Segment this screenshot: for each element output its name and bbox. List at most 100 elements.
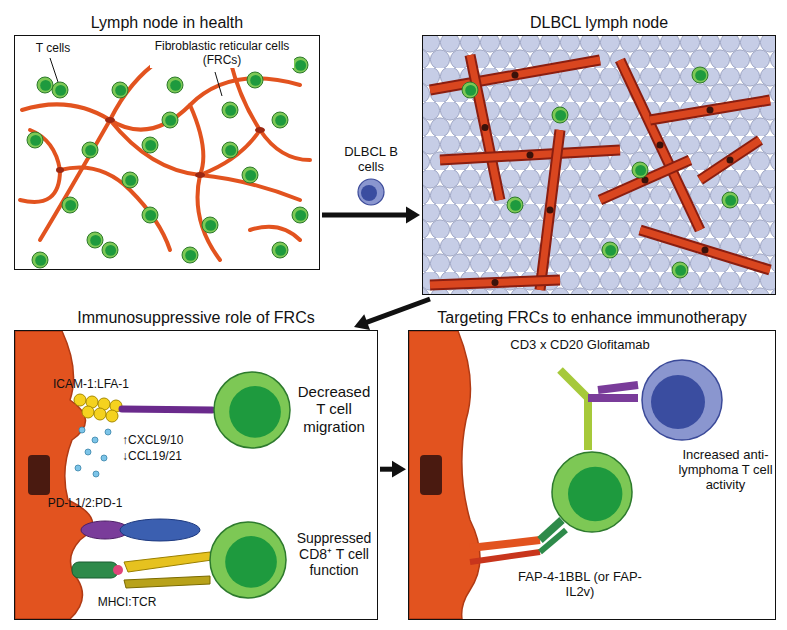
t-cell — [552, 452, 632, 532]
annotation-label: CD3 x CD20 Glofitamab — [470, 338, 690, 353]
annotation-label: MHCI:TCR — [82, 596, 172, 610]
t-cell — [122, 172, 138, 188]
t-cell — [552, 107, 568, 123]
t-cell — [32, 252, 48, 268]
frc-network — [20, 60, 310, 260]
t-cell-nucleus — [125, 175, 136, 186]
lfa-1 — [122, 409, 212, 410]
t-cell — [507, 197, 523, 213]
t-cell — [210, 522, 286, 598]
t-cell-nucleus — [105, 245, 116, 256]
t-cell — [142, 207, 158, 223]
annotation-label: ↑CXCL9/10 — [122, 434, 212, 448]
leader-line — [215, 72, 222, 96]
annotation-label: ICAM-1:LFA-1 — [36, 378, 146, 392]
t-cell-nucleus — [555, 110, 566, 121]
t-cell-nucleus — [145, 140, 156, 151]
arrow-head — [406, 207, 420, 224]
t-cell-nucleus — [145, 210, 156, 221]
t-cell — [202, 217, 218, 233]
t-cell-nucleus — [675, 265, 686, 276]
edge-label: DLBCL B cells — [336, 145, 406, 175]
annotation-label: PD-L1/2:PD-1 — [30, 497, 140, 511]
t-cell-nucleus — [725, 195, 736, 206]
t-cells — [27, 57, 308, 268]
annotation-label: Fibroblastic reticular cells (FRCs) — [150, 40, 294, 68]
t-cell-nucleus — [55, 85, 66, 96]
t-cell — [672, 262, 688, 278]
t-cell-nucleus — [185, 250, 196, 261]
t-cell-nucleus — [115, 85, 126, 96]
fap-4-1bbl — [470, 520, 566, 562]
annotation-label: FAP-4-1BBL (or FAP-IL2v) — [510, 570, 650, 600]
t-cell-nucleus — [605, 245, 616, 256]
t-cell — [102, 242, 118, 258]
t-cell-nucleus — [295, 60, 306, 71]
t-cell-nucleus — [635, 165, 646, 176]
t-cell-nucleus — [35, 255, 46, 266]
t-cell-nucleus — [295, 210, 306, 221]
panel-title: Immunosuppressive role of FRCs — [0, 309, 417, 327]
t-cell-nucleus — [225, 145, 236, 156]
arrow-connector — [322, 207, 420, 224]
chemokines — [75, 427, 111, 477]
t-cell — [162, 112, 178, 128]
t-cell — [214, 372, 290, 448]
frc-bars — [430, 55, 770, 290]
arrow-shaft — [365, 299, 430, 323]
t-cell — [272, 242, 288, 258]
t-cell — [222, 142, 238, 158]
t-cell — [182, 247, 198, 263]
annotation-label: T cells — [24, 42, 82, 56]
t-cell — [87, 232, 103, 248]
b-cell — [642, 360, 722, 440]
t-cell — [112, 82, 128, 98]
frc-nucleus — [28, 455, 50, 495]
t-cell-nucleus — [510, 200, 521, 211]
t-cell — [37, 77, 53, 93]
arrow-connector — [380, 461, 406, 478]
arrow-connector — [354, 299, 430, 330]
t-cell — [142, 137, 158, 153]
t-cell-nucleus — [250, 75, 261, 86]
panel-box: Lymph node in health — [14, 35, 320, 270]
panel-title: Lymph node in health — [0, 14, 359, 32]
annotation-label: Suppressed CD8⁺ T cell function — [292, 530, 376, 578]
arrow-shaft — [322, 213, 409, 218]
icam-1 — [74, 394, 122, 422]
annotation-label: Increased anti-lymphoma T cell activity — [677, 448, 774, 493]
t-cell — [292, 57, 308, 73]
arrow-head — [392, 461, 406, 478]
annotation-label: Decreased T cell migration — [292, 383, 376, 435]
t-cell — [602, 242, 618, 258]
mhci-tcr — [72, 552, 212, 588]
frc-cell — [409, 331, 480, 619]
t-cells — [552, 452, 632, 532]
t-cell — [82, 142, 98, 158]
t-cell-nucleus — [85, 145, 96, 156]
t-cell-nucleus — [275, 115, 286, 126]
t-cell — [52, 82, 68, 98]
t-cell-nucleus — [225, 105, 236, 116]
b-cell-icon — [358, 179, 384, 205]
t-cell-nucleus — [245, 170, 256, 181]
panel-box: DLBCL lymph node — [422, 35, 776, 295]
t-cell-nucleus — [229, 386, 281, 438]
t-cell — [167, 77, 183, 93]
t-cell — [692, 67, 708, 83]
t-cell-nucleus — [225, 536, 277, 588]
panel-title: DLBCL lymph node — [383, 14, 787, 32]
t-cell-nucleus — [65, 200, 76, 211]
panel-title: Targeting FRCs to enhance immunotherapy — [369, 309, 787, 327]
t-cell — [462, 82, 478, 98]
t-cell — [242, 167, 258, 183]
t-cell-nucleus — [205, 220, 216, 231]
t-cell — [632, 162, 648, 178]
t-cell-nucleus — [170, 80, 181, 91]
t-cell-nucleus — [40, 80, 51, 91]
t-cell-nucleus — [465, 85, 476, 96]
t-cell — [247, 72, 263, 88]
t-cell — [62, 197, 78, 213]
pd-l1-pd-1 — [81, 519, 200, 541]
t-cell-nucleus — [30, 135, 41, 146]
